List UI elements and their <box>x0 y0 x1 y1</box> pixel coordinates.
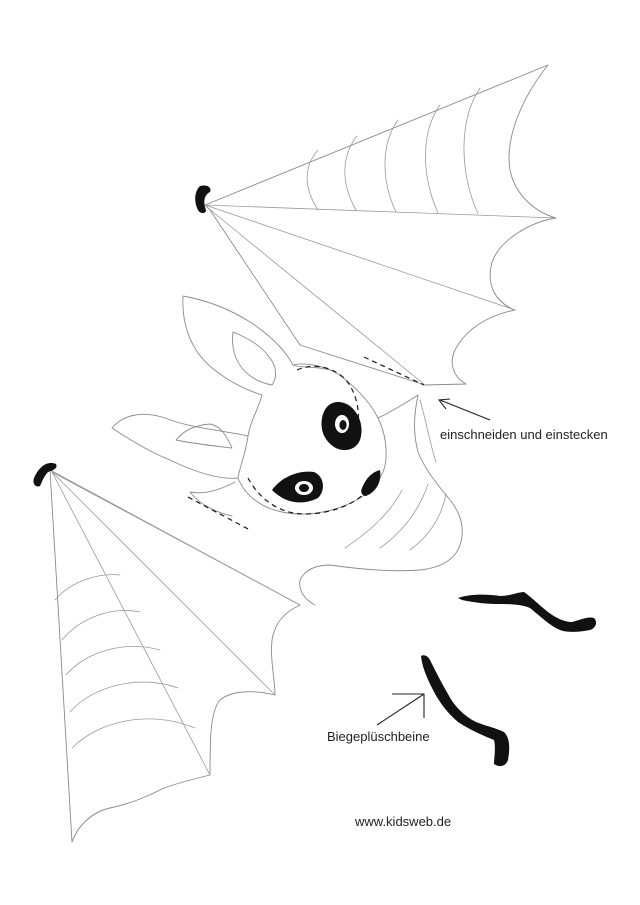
lower-wing-icon <box>33 463 301 843</box>
pointer-arrow-icon <box>437 398 491 421</box>
upper-wing-icon <box>195 64 557 386</box>
website-label[interactable]: www.kidsweb.de <box>355 814 452 829</box>
bat-legs-icon <box>421 592 597 767</box>
bendable-legs-label: Biegeplüschbeine <box>327 729 430 744</box>
pointer-arrow-legs-icon <box>376 693 425 726</box>
bat-body-icon <box>111 295 463 606</box>
cut-instruction-label: einschneiden und einstecken <box>440 427 608 442</box>
